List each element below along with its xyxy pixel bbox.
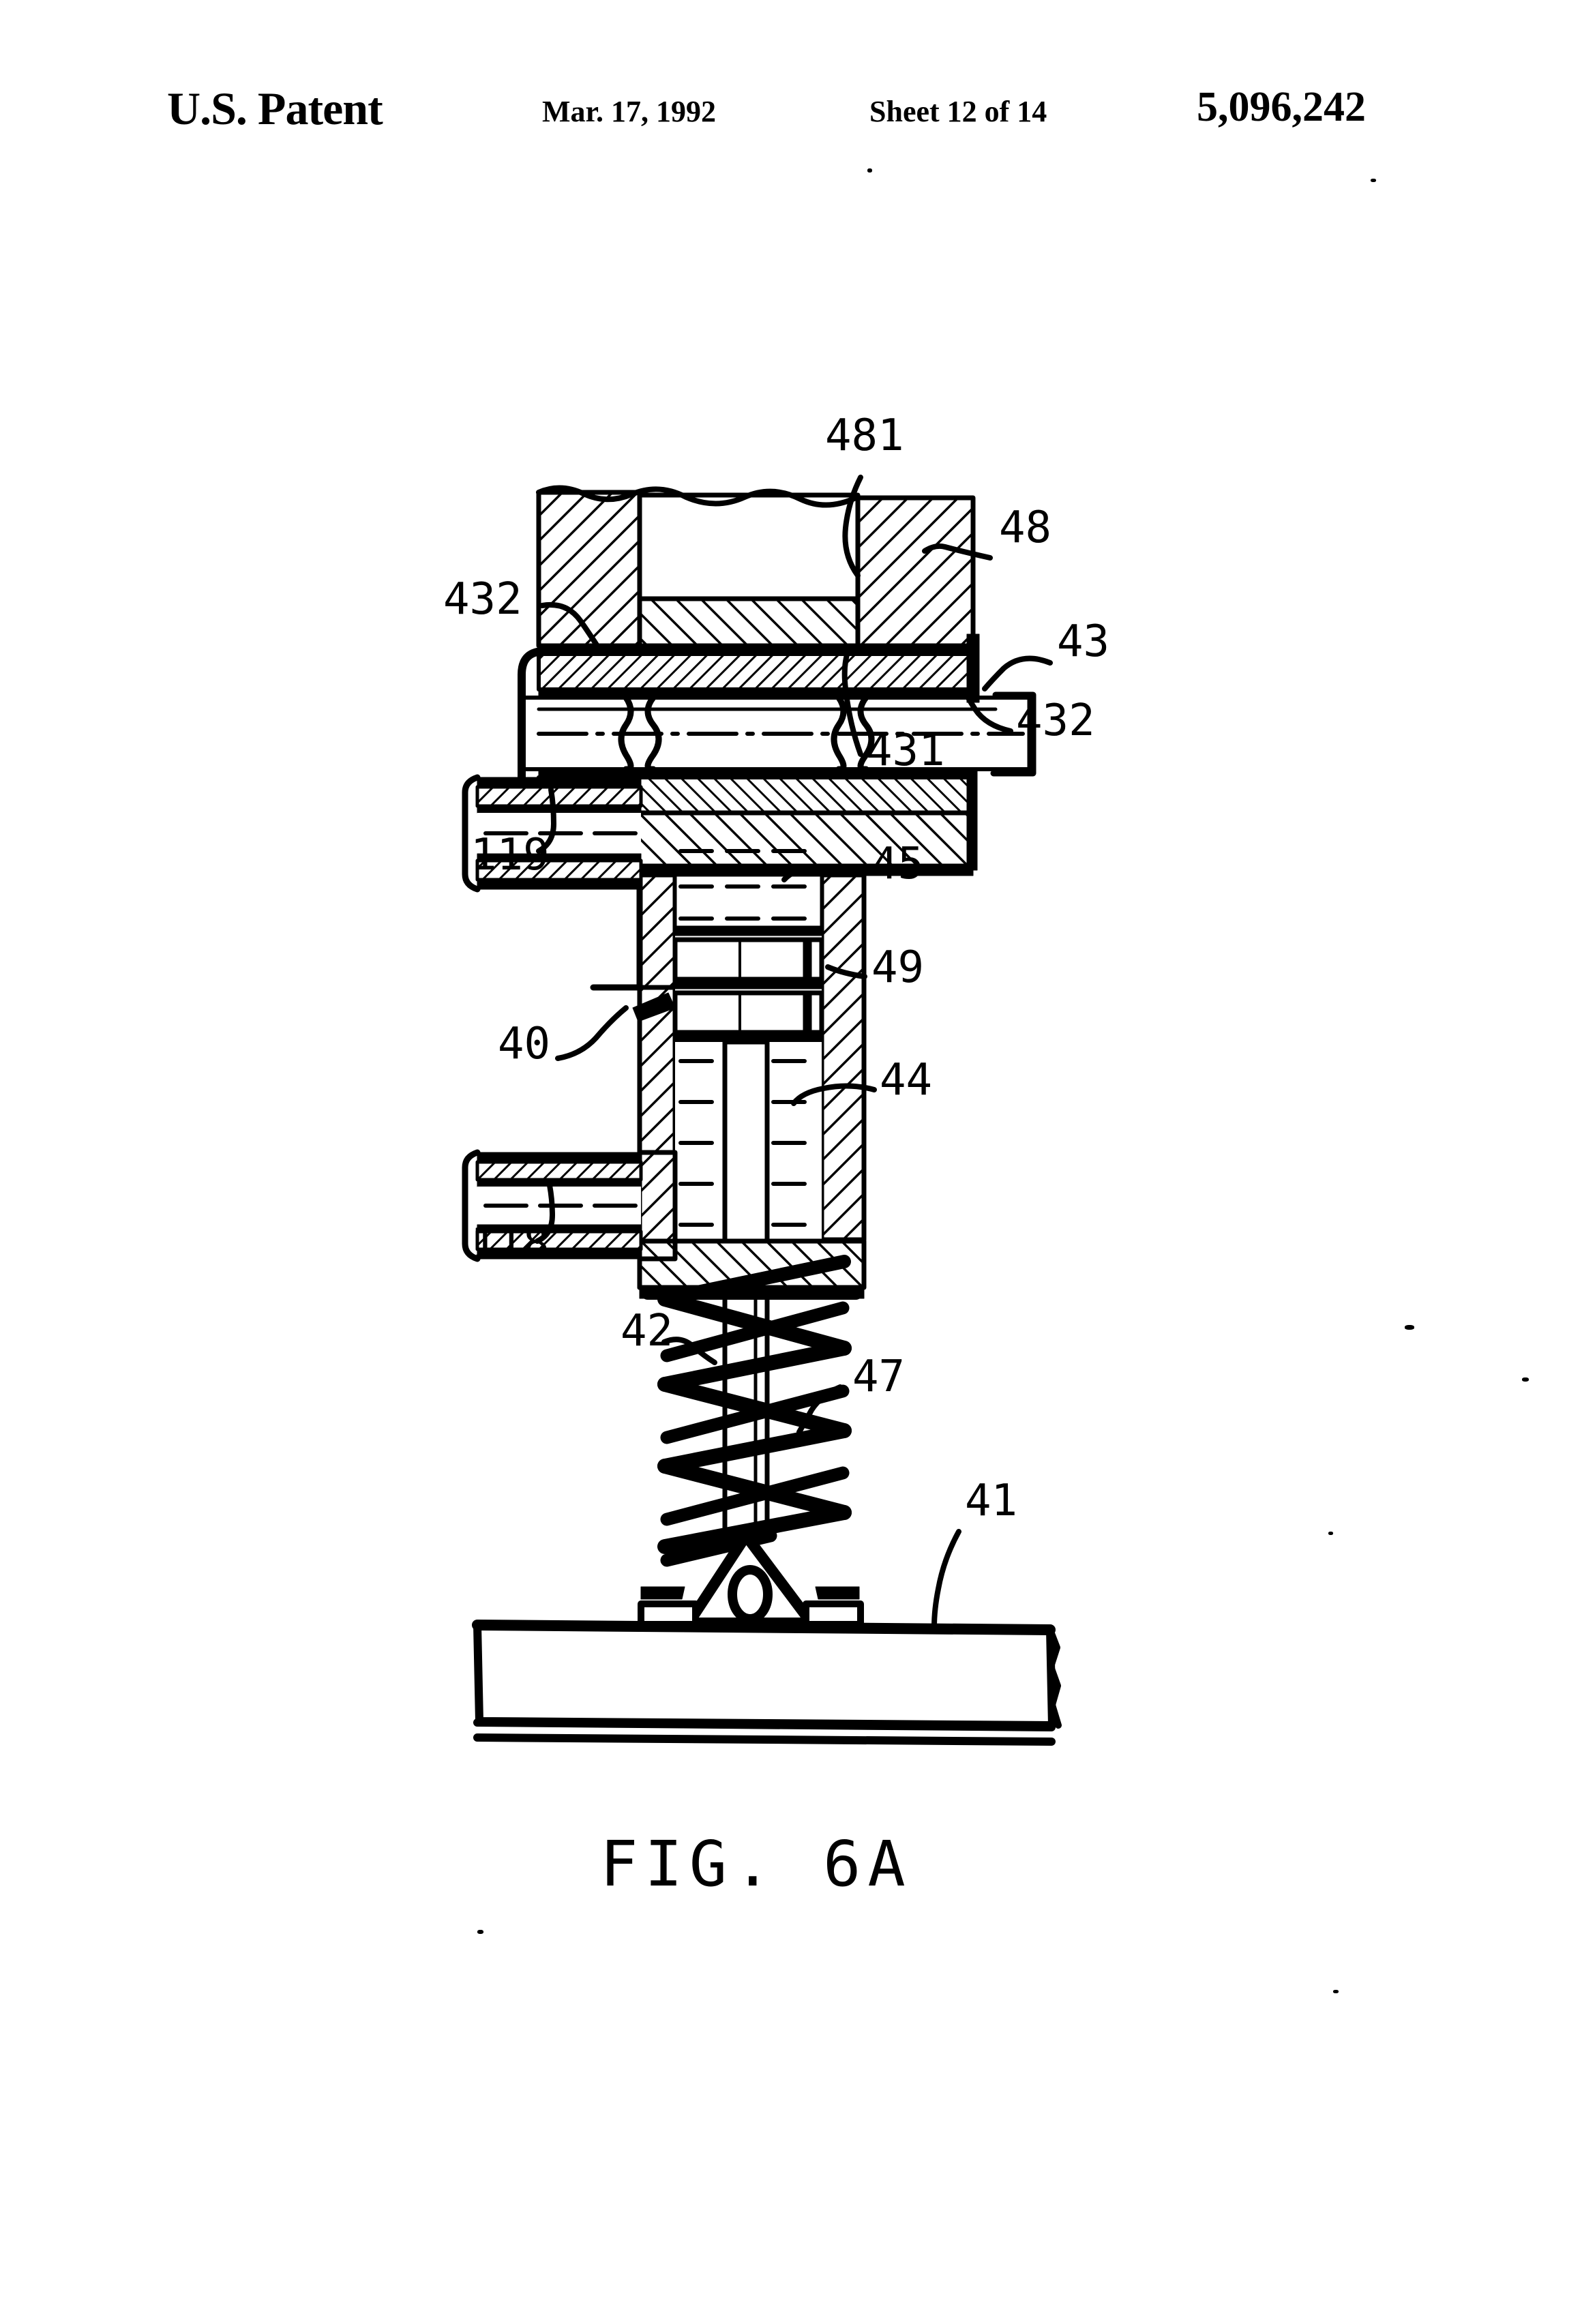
figure-caption: FIG. 6A [600, 1828, 912, 1901]
numeral-45: 45 [871, 839, 924, 889]
scan-speck [1405, 1325, 1414, 1330]
lower-port-tube-118 [462, 1149, 678, 1262]
numeral-119: 119 [471, 830, 550, 880]
patent-header: U.S. Patent Mar. 17, 1992 Sheet 12 of 14… [0, 82, 1582, 157]
leader-arrow-40 [632, 992, 676, 1022]
numeral-44: 44 [880, 1055, 932, 1105]
sheet-number: Sheet 12 of 14 [869, 95, 1047, 128]
numeral-432-left: 432 [443, 574, 522, 625]
reference-numeral-group: 481 48 432 43 432 431 119 45 49 40 44 11… [443, 411, 1109, 1526]
numeral-48: 48 [999, 503, 1051, 553]
coil-spring-47 [657, 1255, 852, 1554]
patent-date: Mar. 17, 1992 [542, 95, 717, 128]
numeral-431: 431 [866, 726, 945, 776]
numeral-41: 41 [965, 1476, 1017, 1526]
scan-speck [1522, 1377, 1529, 1382]
numeral-40: 40 [498, 1019, 550, 1069]
numeral-42: 42 [621, 1306, 673, 1356]
scan-speck [1371, 179, 1376, 182]
upper-port-tube-119 [462, 774, 643, 893]
numeral-47: 47 [852, 1352, 905, 1402]
numeral-432-right: 432 [1016, 696, 1095, 746]
scan-speck [867, 168, 872, 173]
numeral-43: 43 [1057, 616, 1109, 667]
scan-speck [1328, 1532, 1333, 1535]
numeral-118: 118 [471, 1219, 550, 1269]
numeral-481: 481 [825, 411, 904, 461]
cylinder-body-40 [582, 849, 867, 1299]
base-bracket [638, 1530, 864, 1628]
scan-speck [477, 1930, 483, 1934]
patent-number: 5,096,242 [1197, 84, 1366, 130]
leader-lines [535, 475, 1053, 1630]
patent-office-label: U.S. Patent [167, 83, 383, 134]
base-plate-41 [472, 1620, 1062, 1746]
scan-speck [1333, 1990, 1339, 1993]
numeral-49: 49 [871, 942, 924, 993]
upper-block-48 [536, 485, 976, 649]
piston-49 [672, 925, 824, 1043]
